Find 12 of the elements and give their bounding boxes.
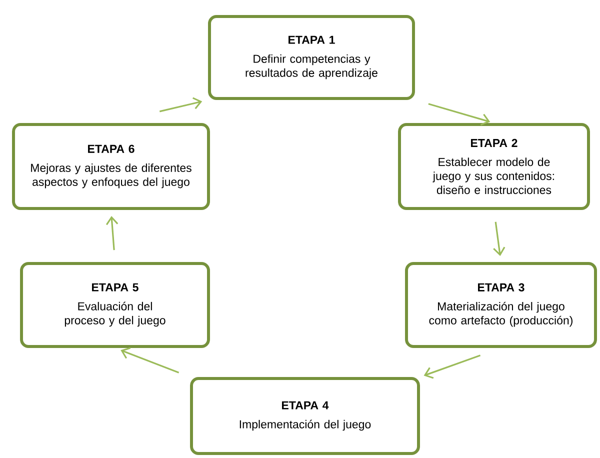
- stage-box: ETAPA 3 Materialización del juego como artefacto (producción): [405, 262, 597, 348]
- stage-box: ETAPA 5 Evaluación del proceso y del juego: [20, 262, 210, 348]
- arrow: [106, 216, 118, 250]
- stage-box: ETAPA 6 Mejoras y ajustes de diferentes aspectos y enfoques del juego: [12, 123, 210, 210]
- arrow: [428, 103, 490, 126]
- arrow: [493, 222, 506, 256]
- stage-box: ETAPA 2 Establecer modelo de juego y sus contenidos: diseño e instrucciones: [398, 123, 590, 210]
- arrow: [120, 347, 180, 374]
- stage-box: ETAPA 4 Implementación del juego: [190, 377, 420, 455]
- arrow: [159, 97, 202, 112]
- stage-box: ETAPA 1 Definir competencias y resultados de aprendizaje: [208, 15, 415, 100]
- arrow: [424, 354, 481, 379]
